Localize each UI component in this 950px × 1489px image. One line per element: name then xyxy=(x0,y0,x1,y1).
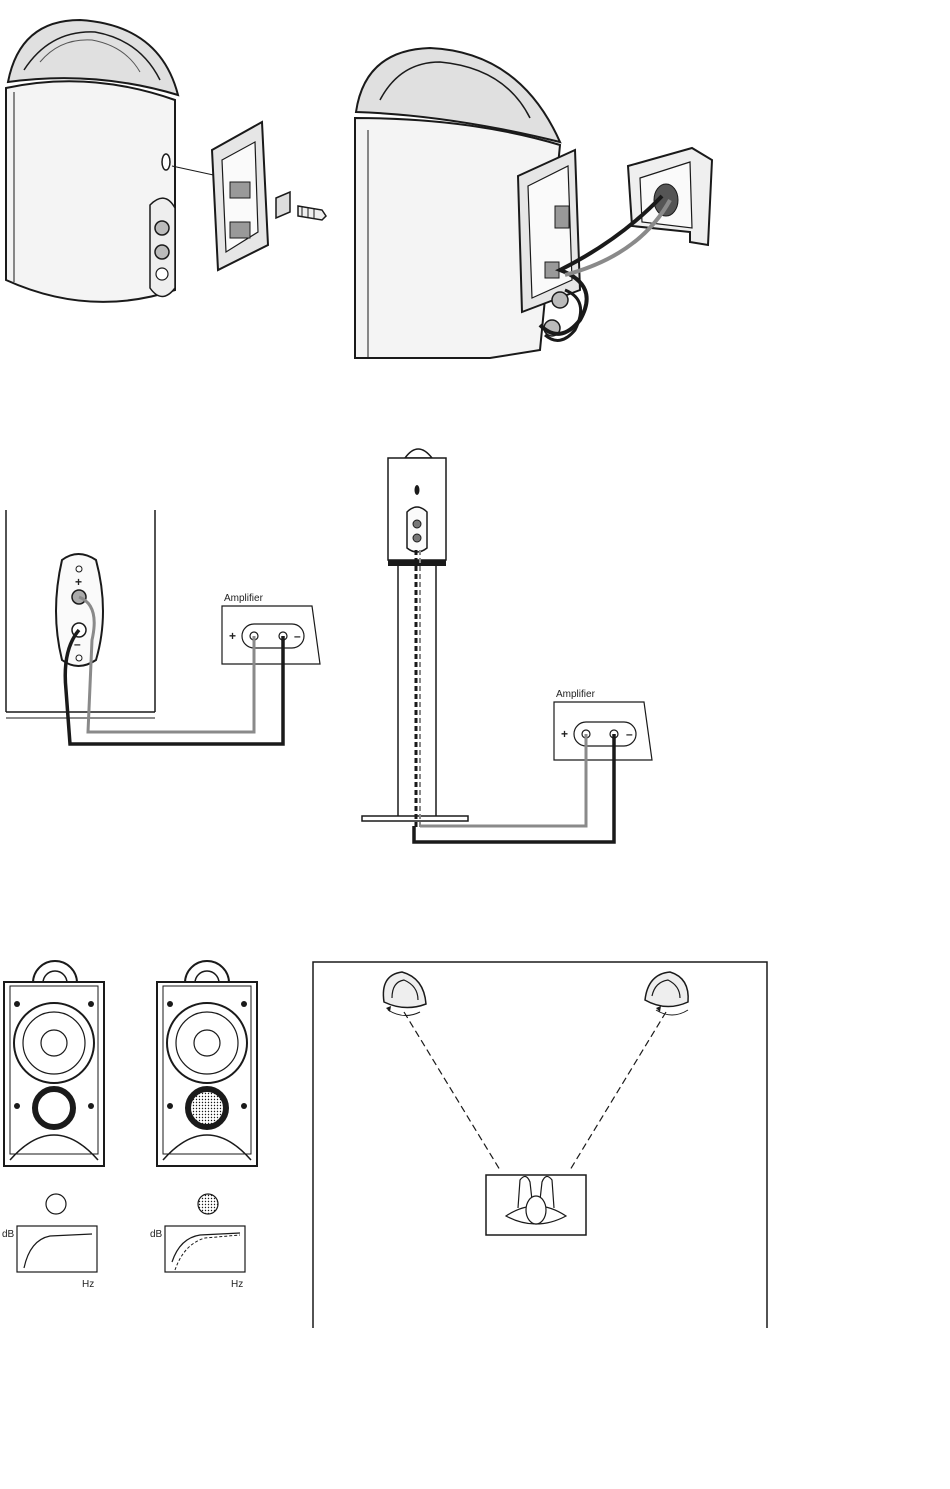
foam-graph-y-label: dB xyxy=(150,1229,163,1240)
washer xyxy=(276,192,290,218)
speaker-front-foam-port: dB Hz xyxy=(150,961,257,1290)
open-graph-x-label: Hz xyxy=(82,1279,94,1290)
foam-graph-x-label: Hz xyxy=(231,1279,243,1290)
open-port-symbol xyxy=(46,1194,66,1214)
stand-tweeter-dome xyxy=(405,449,432,458)
amp-minus-label: – xyxy=(294,629,301,643)
left-listening-axis xyxy=(404,1012,500,1170)
right-rotation-arrow xyxy=(656,1010,688,1015)
amplifier-label: Amplifier xyxy=(224,593,264,604)
foam-bung-symbol xyxy=(198,1194,218,1214)
open-graph-y-label: dB xyxy=(2,1229,15,1240)
bracket-exploded-view xyxy=(6,20,326,302)
listener-head xyxy=(526,1196,546,1224)
speaker-minus-label: – xyxy=(74,637,81,651)
left-speaker-top xyxy=(383,972,426,1016)
foam-bung-port xyxy=(188,1089,226,1127)
amp-plus-label: + xyxy=(229,629,236,643)
stand-amp-plus-label: + xyxy=(561,727,568,741)
room-placement-top-view xyxy=(313,962,767,1328)
floor-stand-wiring: Amplifier + – xyxy=(362,449,652,842)
stand-amp-minus-label: – xyxy=(626,727,633,741)
room-outline xyxy=(313,962,767,1328)
open-response-graph xyxy=(17,1226,97,1272)
bracket-mounted-view xyxy=(355,48,712,358)
speaker-plus-label: + xyxy=(75,575,82,589)
speaker-front-open-port: dB Hz xyxy=(2,961,104,1290)
right-listening-axis xyxy=(570,1012,666,1170)
stand-amplifier-label: Amplifier xyxy=(556,689,596,700)
right-speaker-top xyxy=(645,972,688,1015)
rear-terminal-wiring: + – Amplifier + – xyxy=(6,510,320,744)
open-bass-port xyxy=(35,1089,73,1127)
